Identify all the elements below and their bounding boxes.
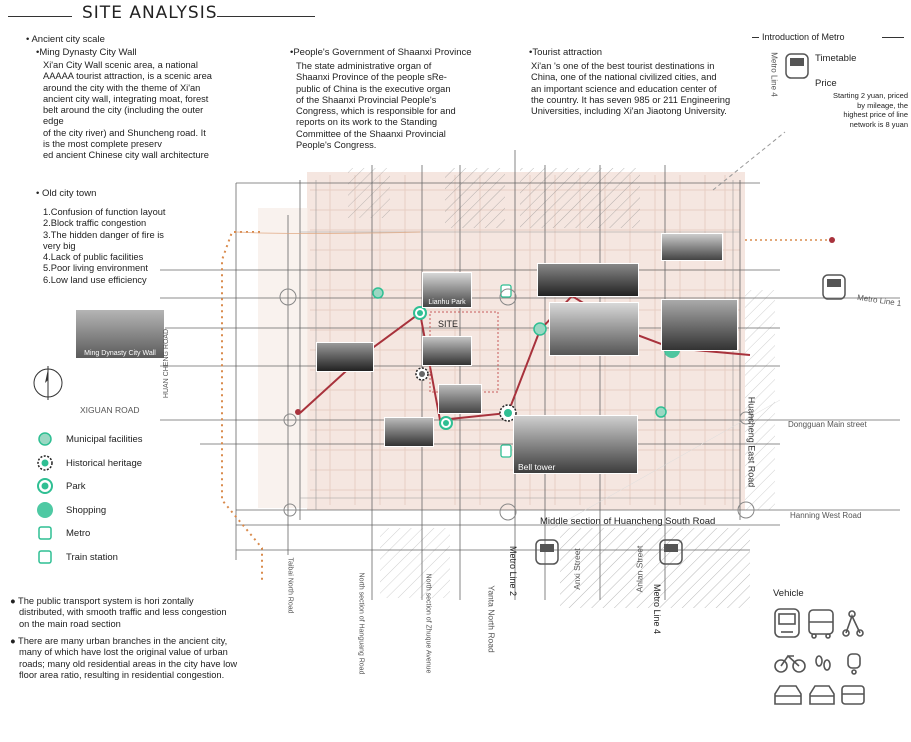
road-taibai: Taibai North Road: [286, 557, 294, 614]
metro-rule-a: [752, 37, 759, 38]
photo-stele-forest: [549, 302, 639, 356]
photo-east-market: [537, 263, 639, 297]
vehicle-title: Vehicle: [773, 588, 804, 599]
photo-city-wall: Ming Dynasty City Wall: [75, 309, 165, 359]
site-label: SITE: [438, 319, 459, 329]
photo-drum-tower: [438, 384, 482, 414]
bicycle-icon: [774, 654, 806, 673]
legend-train: Train station: [66, 552, 118, 563]
photo-lianhu-park: Lianhu Park: [422, 272, 472, 308]
tourist-text: Xi'an 's one of the best tourist destina…: [531, 61, 731, 117]
ancient-subtitle: •Ming Dynasty City Wall: [36, 47, 137, 58]
legend-heritage: Historical heritage: [66, 458, 143, 469]
road-huancheng-east: Huancheng East Road: [746, 396, 757, 488]
scooter-icon: [842, 610, 864, 637]
metro-vehicle-icon: [774, 608, 800, 638]
coach-icon: [841, 685, 865, 705]
road-south: Middle section of Huancheng South Road: [540, 516, 716, 527]
train-icon: [38, 550, 52, 564]
photo-west-market: [316, 342, 374, 372]
bus-icon: [808, 609, 834, 639]
road-hanning: Hanning West Road: [790, 511, 862, 520]
road-anlan: Anlan Street: [634, 545, 645, 593]
note-branches: ● There are many urban branches in the a…: [10, 636, 238, 680]
moped-icon: [847, 653, 861, 675]
metro-line4-top: Metro Line 4: [769, 52, 779, 97]
road-zhuque: North section of Zhuque Avenue: [424, 573, 432, 674]
tourist-title: •Tourist attraction: [529, 47, 603, 58]
road-xiguan: XIGUAN ROAD: [80, 405, 140, 415]
legend-metro: Metro: [66, 528, 91, 539]
municipal-icon: [38, 432, 52, 446]
legend-municipal: Municipal facilities: [66, 434, 143, 445]
road-hanguang: North section of Hanguang Road: [357, 572, 365, 675]
photo-bell-tower: Bell tower: [513, 415, 638, 474]
road-anxi: Anxi Street: [571, 548, 582, 590]
oldtown-title: • Old city town: [36, 188, 97, 199]
road-yanta: Yanta North Road: [486, 585, 497, 653]
road-huan-cheng: HUAN CHENG ROAD: [163, 328, 171, 399]
metro-intro-title: Introduction of Metro: [762, 32, 845, 42]
gov-title: •People's Government of Shaanxi Province: [290, 47, 472, 58]
taxi-icon: [809, 685, 835, 705]
legend-park: Park: [66, 481, 86, 492]
road-metro2: Metro Line 2: [508, 545, 519, 597]
legend-icons: [37, 432, 53, 564]
shopping-icon: [37, 502, 53, 518]
note-transport: ● The public transport system is hori zo…: [10, 596, 227, 629]
walking-icon: [815, 655, 831, 671]
photo-temple: [384, 417, 434, 447]
timetable-label: Timetable: [815, 53, 857, 64]
page-title: SITE ANALYSIS: [82, 3, 218, 23]
road-dongguan: Dongguan Main street: [788, 420, 867, 429]
metro-rule-b: [882, 37, 904, 38]
title-rule-left: [8, 16, 72, 17]
price-label: Price: [815, 78, 837, 89]
photo-department-store: [661, 299, 738, 351]
photo-muslim-street: [422, 336, 472, 366]
ancient-title: • Ancient city scale: [26, 34, 105, 45]
road-metro4b: Metro Line 4: [652, 583, 663, 635]
vehicle-icons: [774, 608, 865, 705]
legend-shopping: Shopping: [66, 505, 107, 516]
car-icon: [774, 685, 802, 705]
photo-xincheng: [661, 233, 723, 261]
metro-icon: [38, 526, 52, 540]
title-rule-right: [217, 16, 315, 17]
